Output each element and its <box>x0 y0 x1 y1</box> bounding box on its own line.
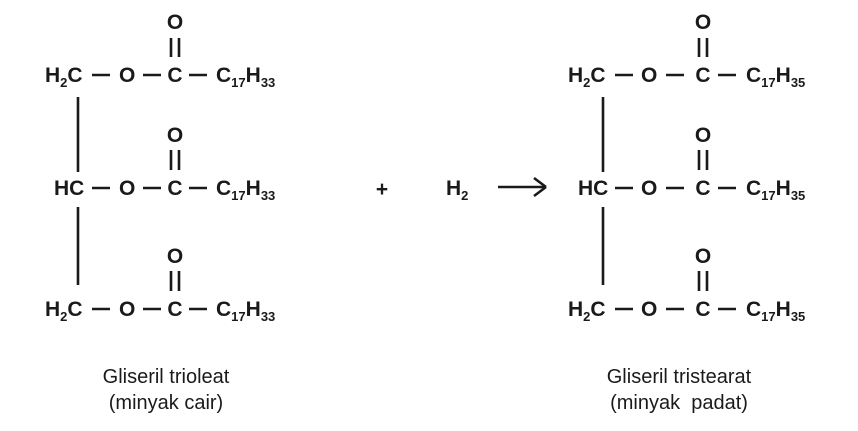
reactant-row-3: H2C O O C C17H33 <box>45 245 275 324</box>
carbonyl-carbon: C <box>167 64 182 87</box>
carbonyl-oxygen: O <box>167 11 183 34</box>
carbonyl-carbon: C <box>695 298 710 321</box>
carbonyl-oxygen: O <box>167 245 183 268</box>
ester-oxygen: O <box>119 177 135 200</box>
alkyl-chain: C17H33 <box>216 64 275 90</box>
ester-oxygen: O <box>641 64 657 87</box>
ch-group: HC <box>578 177 608 200</box>
ch2-group: H2C <box>568 64 606 90</box>
carbonyl-carbon: C <box>695 177 710 200</box>
reactant-name: Gliseril trioleat <box>103 366 230 388</box>
carbonyl-carbon: C <box>167 298 182 321</box>
ester-oxygen: O <box>119 298 135 321</box>
product-row-3: H2C O O C C17H35 <box>568 245 805 324</box>
ester-oxygen: O <box>641 177 657 200</box>
alkyl-chain: C17H35 <box>746 298 805 324</box>
reactant-row-1: H2C O O C C17H33 <box>45 11 275 90</box>
alkyl-chain: C17H33 <box>216 298 275 324</box>
reactant-molecule: H2C O O C C17H33 HC O O C C17H33 H2C <box>45 11 275 414</box>
alkyl-chain: C17H35 <box>746 64 805 90</box>
product-row-2: HC O O C C17H35 <box>578 124 805 203</box>
ester-oxygen: O <box>119 64 135 87</box>
ch2-group: H2C <box>568 298 606 324</box>
product-molecule: H2C O O C C17H35 HC O O C C17H35 H2C <box>568 11 805 414</box>
ester-oxygen: O <box>641 298 657 321</box>
plus-sign: + <box>376 178 388 201</box>
reaction-arrow <box>498 176 547 198</box>
alkyl-chain: C17H35 <box>746 177 805 203</box>
carbonyl-carbon: C <box>695 64 710 87</box>
product-name: Gliseril tristearat <box>607 366 752 388</box>
reactant-row-2: HC O O C C17H33 <box>54 124 275 203</box>
carbonyl-oxygen: O <box>695 124 711 147</box>
carbonyl-oxygen: O <box>695 11 711 34</box>
ch2-group: H2C <box>45 64 83 90</box>
product-row-1: H2C O O C C17H35 <box>568 11 805 90</box>
ch2-group: H2C <box>45 298 83 324</box>
carbonyl-oxygen: O <box>695 245 711 268</box>
carbonyl-carbon: C <box>167 177 182 200</box>
ch-group: HC <box>54 177 84 200</box>
hydrogen-reagent: H2 <box>446 177 468 203</box>
product-state: (minyak padat) <box>610 392 748 414</box>
alkyl-chain: C17H33 <box>216 177 275 203</box>
reactant-state: (minyak cair) <box>109 392 223 414</box>
carbonyl-oxygen: O <box>167 124 183 147</box>
